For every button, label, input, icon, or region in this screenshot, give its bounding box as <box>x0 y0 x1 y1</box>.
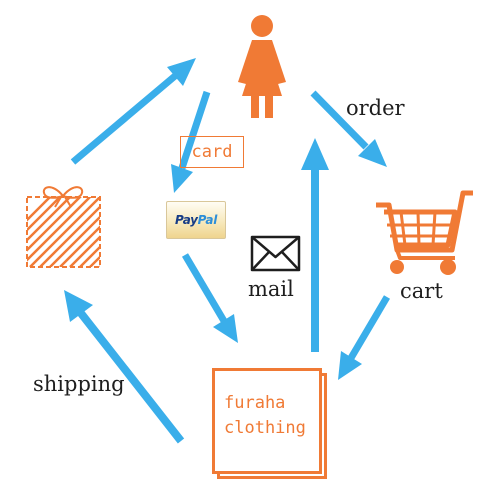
store-name-line2: clothing <box>224 418 306 438</box>
store-name-line1: furaha <box>224 393 286 413</box>
mail-icon <box>250 235 301 272</box>
arrow-gift-to-customer <box>70 58 196 165</box>
cart-wheel <box>440 259 456 275</box>
cart-wheel <box>390 260 404 274</box>
paypal-pal-text: Pal <box>197 213 218 227</box>
card-label: card <box>191 142 233 162</box>
gift-box-icon <box>26 186 101 268</box>
cart-icon <box>376 190 473 260</box>
arrow-store-to-gift <box>64 290 185 444</box>
order-label: order <box>346 96 405 120</box>
arrow-customer-to-paypal <box>171 90 211 193</box>
flow-arrows <box>64 58 391 444</box>
store-card: furaha clothing <box>212 368 322 474</box>
customer-icon <box>238 15 286 118</box>
arrow-cart-to-store <box>338 295 391 380</box>
paypal-pay-text: Pay <box>174 213 198 227</box>
cart-label: cart <box>400 279 443 303</box>
arrow-paypal-to-store <box>181 253 238 343</box>
card-label-box: card <box>180 136 244 168</box>
shipping-label: shipping <box>33 372 125 396</box>
arrow-customer-to-cart <box>310 90 387 167</box>
mail-label: mail <box>248 277 294 301</box>
paypal-badge: PayPal <box>166 201 226 239</box>
arrow-store-to-customer <box>301 138 329 352</box>
